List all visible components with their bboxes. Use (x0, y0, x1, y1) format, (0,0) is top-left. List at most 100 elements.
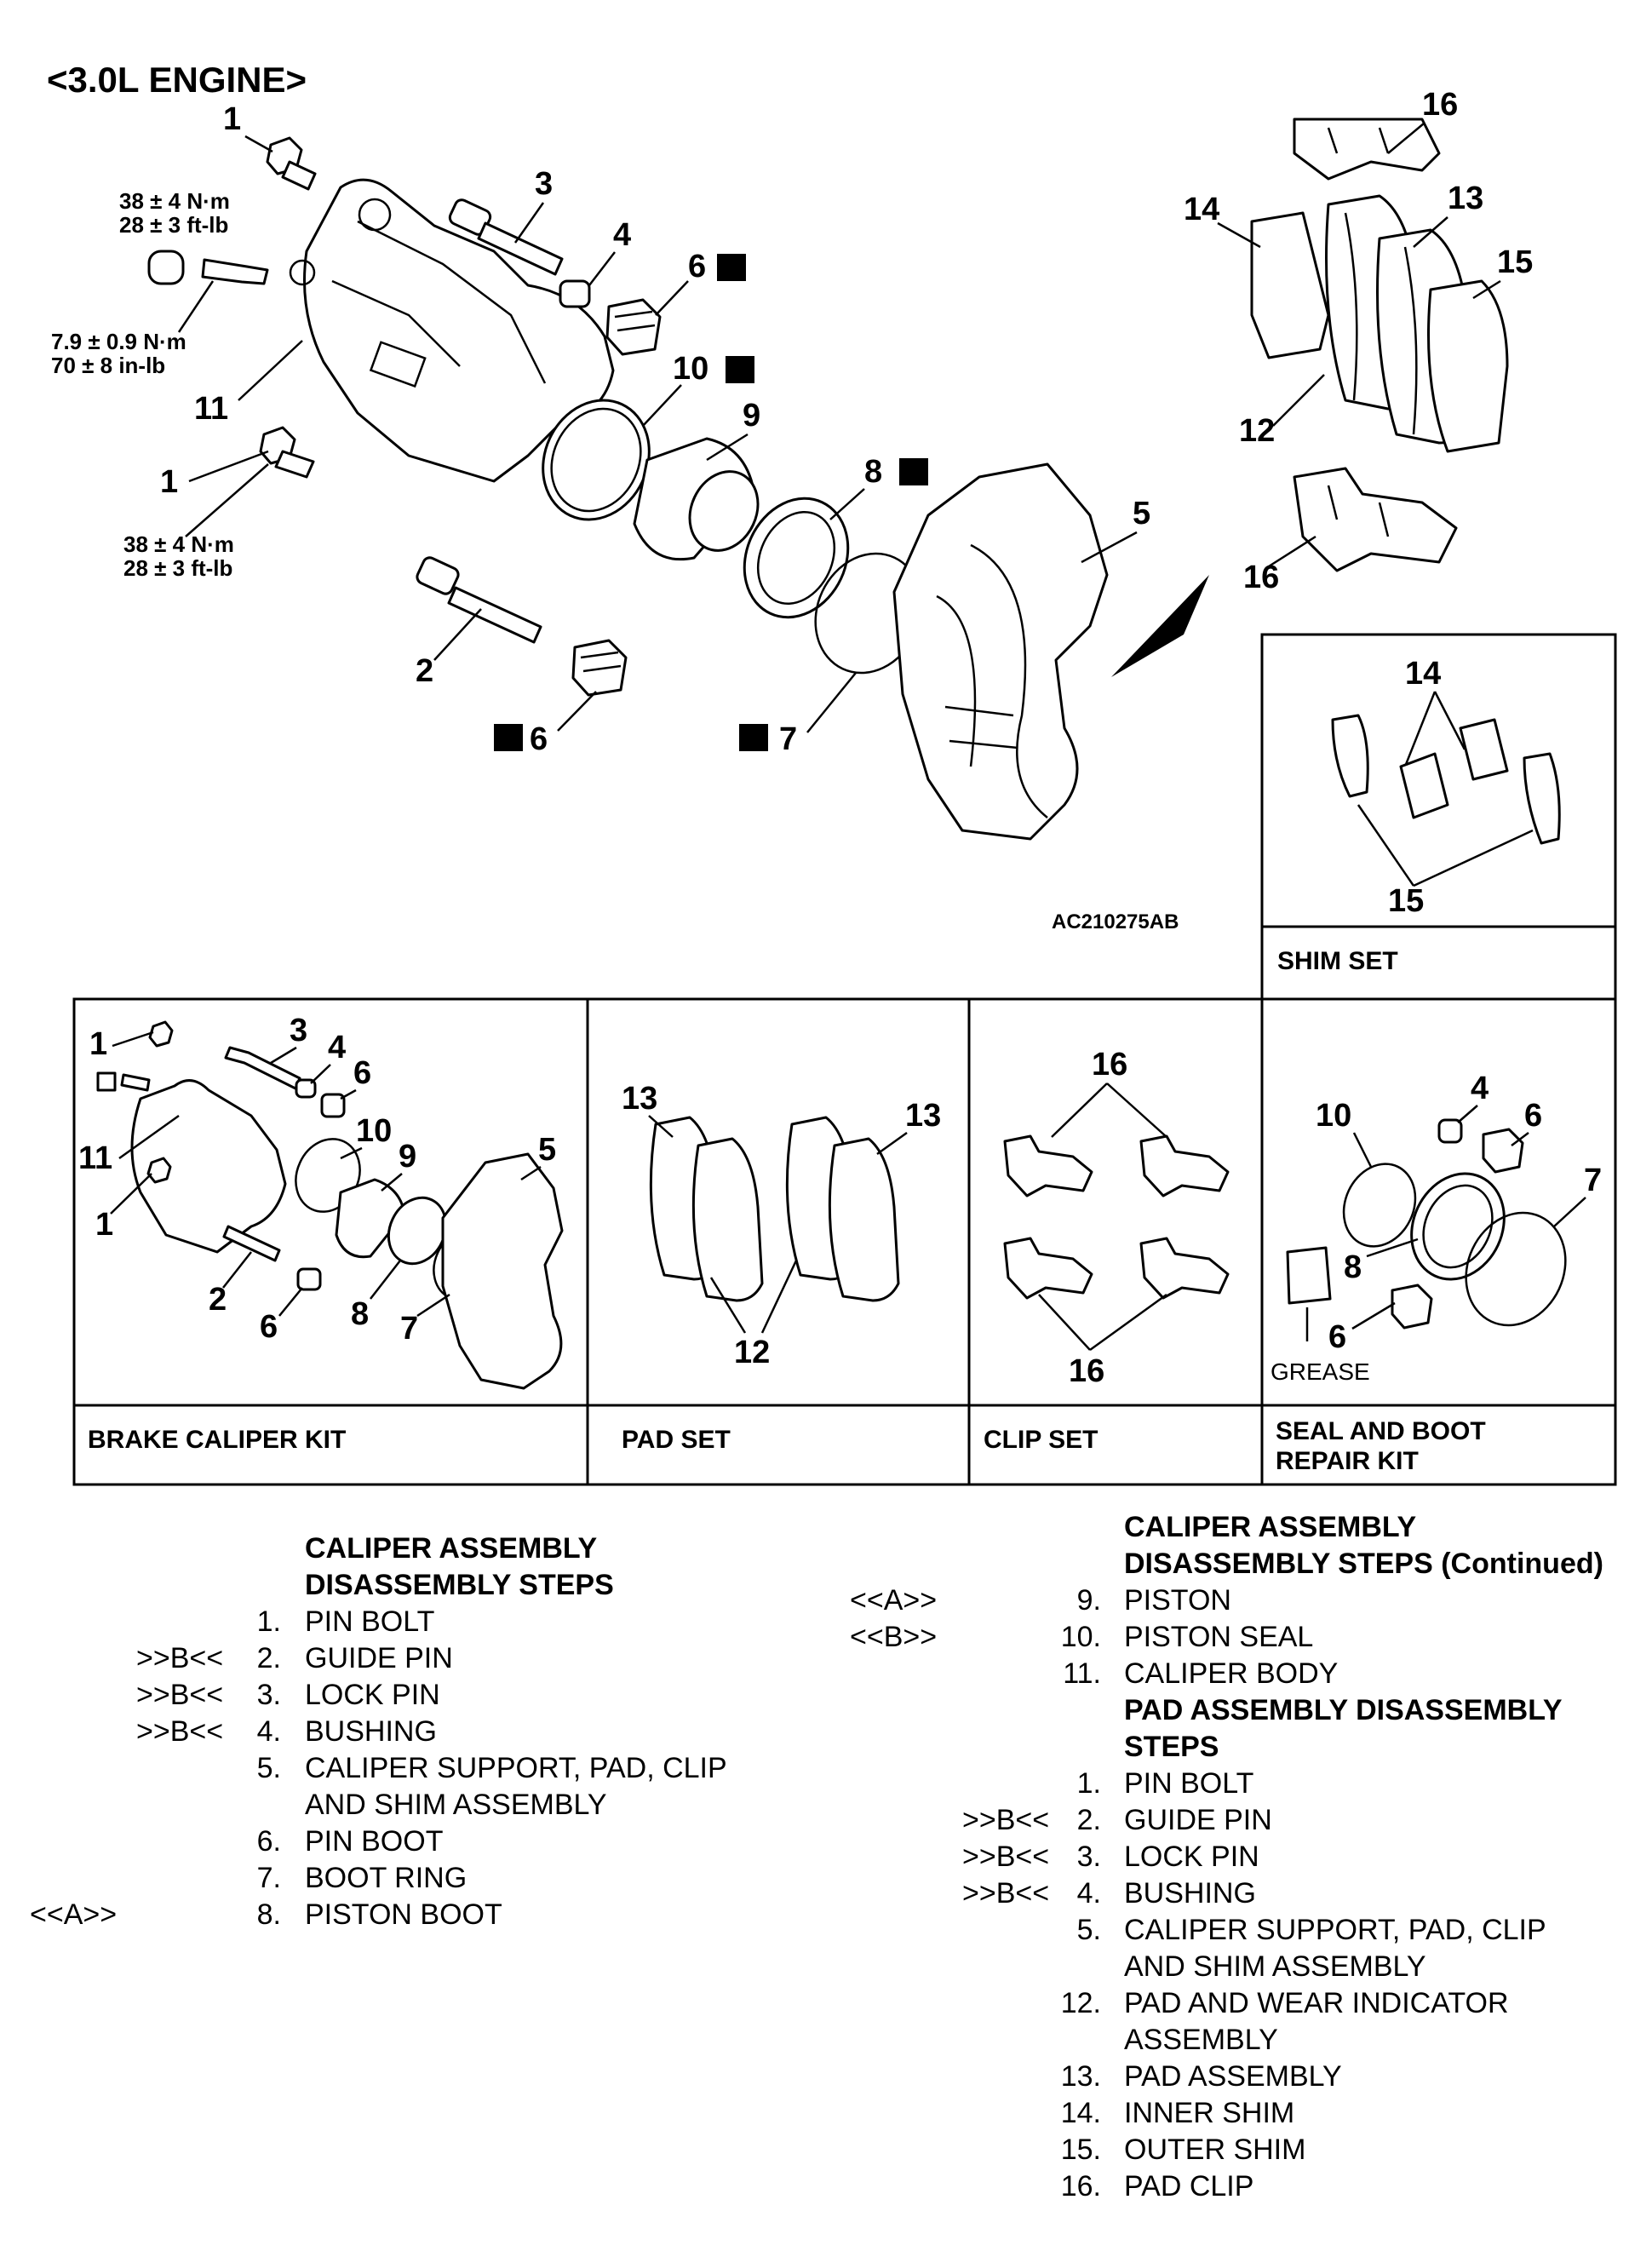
right-steps-list: CALIPER ASSEMBLY DISASSEMBLY STEPS (Cont… (817, 1509, 1652, 2205)
clip-callout-16b: 16 (1069, 1353, 1104, 1389)
kit-callout-4: 4 (328, 1030, 346, 1065)
callout-2-main: 2 (416, 653, 433, 689)
step-text: CALIPER BODY (1124, 1657, 1339, 1690)
kit-callout-1a: 1 (89, 1026, 107, 1062)
step-number: 14. (1060, 2097, 1101, 2129)
step-number: 3. (1076, 1841, 1101, 1873)
kit-callout-11: 11 (78, 1140, 112, 1176)
step-number: 4. (1076, 1877, 1101, 1910)
seal-boot-kit-drawing (1286, 1118, 1567, 1330)
torque-lower-line1: 38 ± 4 N·m (123, 531, 234, 557)
torque-bleeder-line1: 7.9 ± 0.9 N·m (51, 329, 186, 354)
step-row: 12. PAD AND WEAR INDICATOR (817, 1985, 1652, 2022)
right-steps-heading-2: DISASSEMBLY STEPS (Continued) (1124, 1548, 1603, 1580)
callout-15-shim: 15 (1388, 883, 1424, 919)
step-row: 16. PAD CLIP (817, 2168, 1652, 2205)
seal-boot-label-line2: REPAIR KIT (1276, 1447, 1419, 1475)
piston (633, 437, 760, 561)
new-mark-8: N (906, 460, 922, 485)
kit-callout-5: 5 (538, 1132, 556, 1168)
step-row: 14.INNER SHIM (817, 2095, 1652, 2132)
kit-table (72, 997, 1617, 1486)
piston-boot (743, 497, 850, 619)
torque-bleeder-line2: 70 ± 8 in-lb (51, 353, 165, 378)
clip-set-drawing (1003, 1134, 1230, 1300)
seal-callout-4: 4 (1471, 1071, 1489, 1106)
step-row: >>B<<2.GUIDE PIN (0, 1640, 817, 1677)
lock-pin (448, 198, 564, 276)
step-number: 9. (1076, 1584, 1101, 1617)
step-text: AND SHIM ASSEMBLY (1124, 1950, 1426, 1983)
pad-clip-upper (1293, 118, 1441, 181)
step-text: PAD CLIP (1124, 2170, 1254, 2202)
grease-label: GREASE (1271, 1358, 1370, 1385)
step-row: >>B<<4.BUSHING (817, 1875, 1652, 1912)
step-number: 5. (256, 1752, 281, 1784)
view-arrow (1111, 575, 1209, 677)
step-text: PIN BOLT (305, 1605, 435, 1638)
callout-10-main: 10 (673, 351, 708, 387)
step-row: STEPS (817, 1729, 1652, 1766)
callout-14-main: 14 (1184, 192, 1219, 227)
callout-5-main: 5 (1133, 496, 1150, 531)
pin-boot-lower (571, 639, 628, 697)
left-steps-heading-2: DISASSEMBLY STEPS (305, 1569, 614, 1601)
outer-shim-main (1427, 279, 1509, 453)
step-text: PISTON (1124, 1584, 1231, 1617)
step-text: CALIPER SUPPORT, PAD, CLIP (1124, 1914, 1546, 1946)
step-text: PISTON SEAL (1124, 1621, 1314, 1653)
step-number: 11. (1063, 1657, 1101, 1690)
step-number: 1. (256, 1605, 281, 1638)
step-reference: >>B<< (962, 1841, 1050, 1873)
step-text: PIN BOLT (1124, 1767, 1254, 1800)
step-row: 1. PIN BOLT (817, 1766, 1652, 1802)
step-reference: >>B<< (136, 1642, 224, 1674)
pad-callout-13b: 13 (905, 1098, 941, 1134)
seal-callout-6a: 6 (1524, 1098, 1542, 1134)
step-text: PIN BOOT (305, 1825, 444, 1858)
callout-6-lower: 6 (530, 721, 548, 757)
left-steps-heading-1: CALIPER ASSEMBLY (305, 1532, 598, 1565)
torque-upper-line1: 38 ± 4 N·m (119, 188, 230, 214)
image-code: AC210275AB (1052, 910, 1179, 933)
step-text: PAD AND WEAR INDICATOR (1124, 1987, 1509, 2019)
step-text: LOCK PIN (1124, 1841, 1259, 1873)
clip-set-label: CLIP SET (984, 1426, 1098, 1454)
shim-set-label: SHIM SET (1277, 947, 1398, 975)
new-mark-6-lower: N (501, 726, 517, 751)
step-text: PAD ASSEMBLY (1124, 2060, 1342, 2093)
kit-callout-8: 8 (351, 1296, 369, 1332)
seal-callout-6b: 6 (1328, 1319, 1346, 1355)
step-row: 5.CALIPER SUPPORT, PAD, CLIP (817, 1912, 1652, 1949)
diagram-title: <3.0L ENGINE> (47, 60, 307, 100)
step-text: OUTER SHIM (1124, 2134, 1306, 2166)
step-reference: >>B<< (962, 1877, 1050, 1910)
right-steps-heading-1: CALIPER ASSEMBLY (1124, 1511, 1417, 1543)
step-row: >>B<<2.GUIDE PIN (817, 1802, 1652, 1839)
step-text: BOOT RING (305, 1862, 467, 1894)
callout-4: 4 (613, 217, 631, 253)
step-row: <<B>>10.PISTON SEAL (817, 1619, 1652, 1656)
seal-callout-7: 7 (1584, 1163, 1602, 1198)
kit-callout-2: 2 (209, 1282, 227, 1318)
step-number: 2. (256, 1642, 281, 1674)
step-number: 1. (1076, 1767, 1101, 1800)
kit-callout-10: 10 (356, 1113, 392, 1149)
seal-callout-8: 8 (1344, 1249, 1362, 1285)
step-reference: <<A>> (850, 1584, 938, 1617)
step-row: <<A>> 9. PISTON (817, 1582, 1652, 1619)
callout-14-shim: 14 (1405, 656, 1441, 692)
brake-caliper-kit-label: BRAKE CALIPER KIT (88, 1426, 346, 1454)
left-steps-list: CALIPER ASSEMBLY DISASSEMBLY STEPS 1. PIN… (0, 1531, 817, 1933)
kit-callout-7: 7 (400, 1311, 418, 1347)
step-number: 16. (1060, 2170, 1101, 2202)
caliper-support (892, 462, 1109, 841)
step-row: PAD ASSEMBLY DISASSEMBLY (817, 1692, 1652, 1729)
step-text: PISTON BOOT (305, 1898, 502, 1931)
step-row: 15.OUTER SHIM (817, 2132, 1652, 2168)
step-number: 12. (1060, 1987, 1101, 2019)
step-text: STEPS (1124, 1731, 1219, 1763)
step-number: 2. (1076, 1804, 1101, 1836)
kit-callout-3: 3 (290, 1013, 307, 1048)
callout-1-upper: 1 (223, 101, 241, 137)
